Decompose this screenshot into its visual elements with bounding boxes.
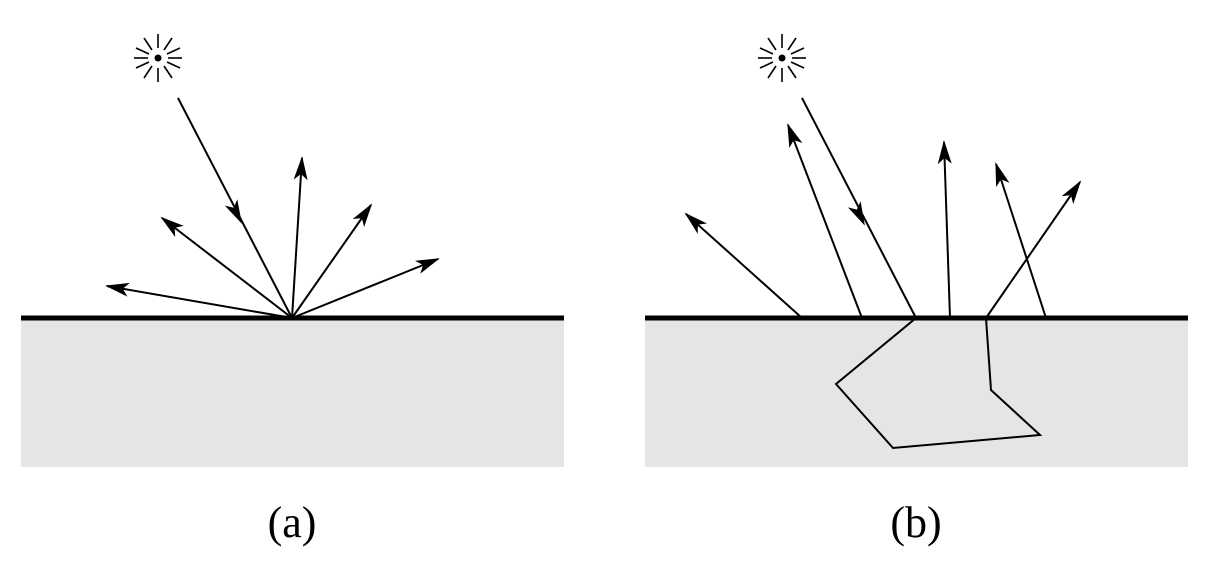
- material-block-a: [21, 318, 564, 467]
- scattered-ray-a-1: [105, 282, 293, 319]
- light-source-icon: [758, 34, 806, 82]
- material-block-b: [645, 318, 1188, 467]
- scattered-ray-a-5: [291, 258, 440, 319]
- scattered-rays-a: [105, 156, 440, 319]
- light-source-icon: [134, 34, 182, 82]
- panel-b: (b): [645, 34, 1188, 547]
- scattered-ray-b-1: [684, 212, 803, 319]
- scattered-ray-b-5: [985, 180, 1082, 319]
- scattered-ray-b-2: [787, 123, 863, 319]
- scattered-ray-a-2: [160, 216, 293, 319]
- panel-label-b: (b): [890, 498, 941, 547]
- incident-arrowhead-a: [177, 97, 242, 224]
- panel-label-a: (a): [268, 498, 317, 547]
- scattered-ray-a-4: [291, 203, 373, 319]
- scattered-ray-b-4: [995, 162, 1047, 319]
- incident-ray-a: [177, 97, 293, 319]
- scattered-ray-b-3: [937, 140, 952, 319]
- panel-a: (a): [21, 34, 564, 547]
- scattered-ray-a-3: [291, 156, 308, 319]
- scattered-rays-b: [684, 123, 1082, 319]
- subsurface-path: [834, 317, 1043, 450]
- incident-arrowhead-b: [801, 97, 865, 226]
